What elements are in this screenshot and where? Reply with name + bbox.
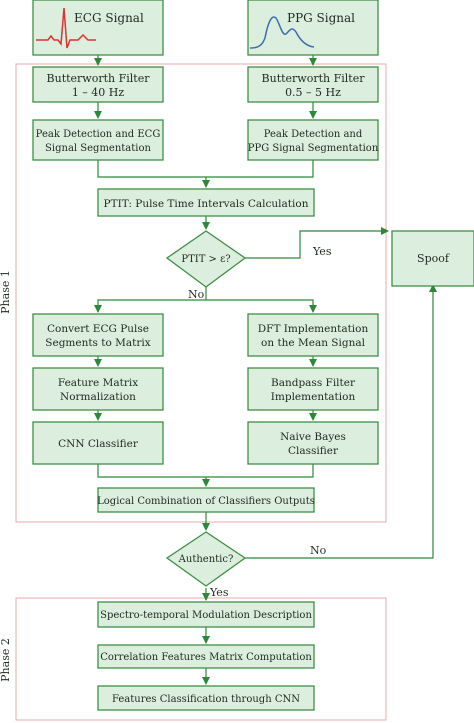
edge-authentic-no-spoof — [245, 284, 437, 559]
no2-label: No — [310, 544, 327, 557]
spectro-label: Spectro-temporal Modulation Description — [100, 610, 312, 621]
edge-peak-ecg-merge — [97, 160, 206, 178]
ecg-signal-label: ECG Signal — [74, 11, 144, 25]
peak-ecg-line1: Peak Detection and ECG — [36, 129, 161, 140]
ecg-wave-icon — [36, 7, 96, 49]
feature-norm-line2: Normalization — [60, 391, 136, 403]
butterworth-ecg-line1: Butterworth Filter — [47, 72, 151, 85]
naive-bayes-line1: Naive Bayes — [280, 431, 346, 443]
dft-box — [247, 313, 379, 357]
decision-authentic-diamond — [165, 531, 247, 587]
phase2-container — [15, 597, 387, 721]
bandpass-box — [247, 367, 379, 411]
peak-ppg-box — [247, 119, 379, 161]
peak-ecg-line2: Signal Segmentation — [45, 143, 151, 154]
edge-naive-merge — [206, 464, 314, 478]
ptit-label: PTIT: Pulse Time Intervals Calculation — [104, 198, 309, 210]
correlation-box — [97, 644, 315, 669]
spoof-label: Spoof — [417, 252, 450, 265]
cnn-classifier-label: CNN Classifier — [58, 438, 139, 450]
cnn-classifier-box — [32, 421, 164, 465]
decision-ptit-label: PTIT > ε? — [181, 254, 230, 265]
naive-bayes-line2: Classifier — [288, 445, 339, 457]
convert-line1: Convert ECG Pulse — [47, 323, 149, 335]
phase2-label: Phase 2 — [0, 638, 12, 682]
edge-peak-ppg-merge — [206, 160, 314, 178]
naive-bayes-box — [247, 421, 379, 465]
edge-no-convert — [94, 299, 206, 313]
yes1-label: Yes — [312, 245, 332, 258]
convert-box — [32, 313, 164, 357]
logical-combination-box — [97, 487, 315, 513]
correlation-label: Correlation Features Matrix Computation — [100, 652, 312, 663]
spoof-box — [391, 230, 474, 287]
bandpass-line1: Bandpass Filter — [271, 377, 356, 389]
dft-line1: DFT Implementation — [258, 323, 369, 335]
phase1-container — [15, 63, 387, 523]
dft-line2: on the Mean Signal — [261, 337, 366, 349]
ppg-signal-box — [247, 0, 379, 56]
ptit-box — [97, 188, 315, 217]
butterworth-ppg-box — [247, 66, 379, 103]
peak-ppg-line2: PPG Signal Segmentation — [248, 143, 379, 154]
peak-ppg-line1: Peak Detection and — [264, 129, 363, 140]
decision-ptit-diamond — [165, 230, 247, 288]
edge-no-dft — [206, 299, 317, 313]
yes2-label: Yes — [209, 586, 229, 599]
edges — [94, 55, 437, 685]
spectro-box — [97, 601, 315, 628]
features-cnn-label: Features Classification through CNN — [112, 694, 300, 705]
edge-cnn-merge — [97, 464, 206, 478]
edge-decision-yes-spoof — [245, 227, 389, 259]
butterworth-ppg-line1: Butterworth Filter — [262, 72, 366, 85]
decision-authentic-label: Authentic? — [178, 554, 234, 565]
peak-ecg-box — [32, 119, 164, 161]
butterworth-ecg-line2: 1 – 40 Hz — [72, 86, 125, 99]
butterworth-ppg-line2: 0.5 – 5 Hz — [285, 86, 341, 99]
ppg-signal-label: PPG Signal — [287, 11, 355, 25]
convert-line2: Segments to Matrix — [45, 337, 150, 349]
ecg-signal-box — [32, 0, 164, 56]
phase1-label: Phase 1 — [0, 270, 12, 314]
no1-label: No — [188, 288, 205, 301]
ppg-wave-icon — [249, 16, 315, 49]
feature-norm-box — [32, 367, 164, 411]
features-cnn-box — [97, 685, 315, 711]
logical-combination-label: Logical Combination of Classifiers Outpu… — [97, 496, 315, 507]
butterworth-ecg-box — [32, 66, 164, 103]
bandpass-line2: Implementation — [271, 391, 356, 403]
feature-norm-line1: Feature Matrix — [58, 377, 138, 389]
